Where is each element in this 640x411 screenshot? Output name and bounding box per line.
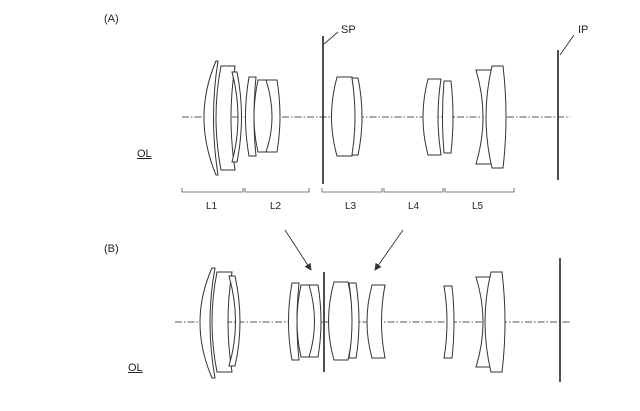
group-label-l5: L5 xyxy=(472,201,484,212)
lens-element xyxy=(443,285,455,359)
lens-group-l3-b xyxy=(328,281,386,361)
panel-a-label: (A) xyxy=(104,13,119,25)
lens-element xyxy=(485,65,507,169)
image-plane-label: IP xyxy=(578,24,589,36)
lens-group-l5-a xyxy=(475,65,507,169)
stop-leader-line xyxy=(323,31,339,45)
lens-element xyxy=(265,79,281,153)
lens-element xyxy=(228,275,241,367)
movement-arrow-right xyxy=(374,229,404,271)
image-plane-leader-line xyxy=(559,34,575,56)
lens-element xyxy=(366,284,386,359)
lens-group-l2-a xyxy=(245,76,281,157)
lens-element xyxy=(484,271,506,373)
lens-group-l2-b xyxy=(288,282,322,361)
lens-element xyxy=(203,60,219,176)
lens-element xyxy=(348,282,360,359)
lens-element xyxy=(288,282,300,361)
lens-element xyxy=(211,271,233,373)
object-label-a: OL xyxy=(137,148,152,160)
lens-element xyxy=(308,284,322,358)
lens-element xyxy=(231,71,242,163)
group-label-l1: L1 xyxy=(206,201,218,212)
lens-group-l4-a xyxy=(422,78,454,156)
stop-label: SP xyxy=(341,24,356,36)
lens-element xyxy=(328,281,353,361)
group-label-l4: L4 xyxy=(408,201,420,212)
lens-group-l1-b xyxy=(199,267,241,379)
lens-group-l4-b xyxy=(443,285,455,359)
lens-element xyxy=(199,267,216,379)
lens-group-l5-b xyxy=(475,271,506,373)
group-label-l3: L3 xyxy=(345,201,357,212)
lens-element xyxy=(215,65,236,171)
lens-element xyxy=(351,77,363,156)
lens-element xyxy=(422,78,442,156)
group-label-l2: L2 xyxy=(270,201,282,212)
movement-arrow-left xyxy=(284,229,312,271)
lens-group-l1-a xyxy=(203,60,242,176)
lens-element xyxy=(245,76,257,157)
lens-group-l3-a xyxy=(331,76,363,157)
group-brackets xyxy=(181,188,515,193)
panel-b-label: (B) xyxy=(104,243,119,255)
lens-element xyxy=(442,80,454,154)
object-label-b: OL xyxy=(128,362,143,374)
